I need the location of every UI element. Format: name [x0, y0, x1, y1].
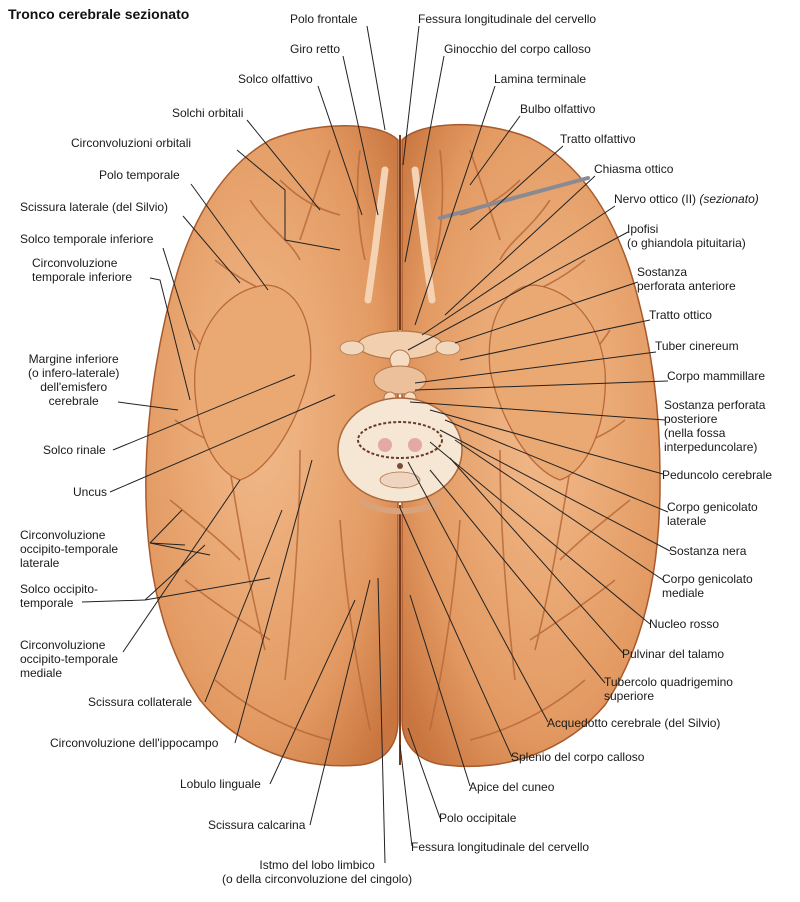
splenium [358, 497, 442, 515]
label-solco-rinale: Solco rinale [43, 443, 106, 457]
label-fessura-longitudinale-bottom: Fessura longitudinale del cervello [411, 840, 590, 854]
anterior-perforated-substance-left [339, 340, 365, 356]
label-nervo-ottico: Nervo ottico (II) (sezionato) [614, 192, 759, 206]
label-tratto-olfattivo: Tratto olfattivo [560, 132, 636, 146]
tuber-cinereum [373, 365, 427, 395]
label-sostanza-nera: Sostanza nera [669, 544, 747, 558]
label-solco-occ-temp: Solco occipito- temporale [20, 582, 99, 610]
label-genicolato-laterale: Corpo genicolato laterale [667, 500, 758, 528]
label-istmo: Istmo del lobo limbico (o della circonvo… [222, 858, 413, 886]
label-scissura-collaterale: Scissura collaterale [88, 695, 193, 709]
label-circ-ippocampo: Circonvoluzione dell'ippocampo [50, 736, 219, 750]
superior-colliculus [379, 471, 421, 489]
label-pulvinar: Pulvinar del talamo [622, 647, 725, 661]
label-tubercolo: Tubercolo quadrigemino superiore [604, 675, 733, 703]
label-giro-retto: Giro retto [290, 42, 341, 56]
label-peduncolo: Peduncolo cerebrale [662, 468, 773, 482]
olfactory-tract-right [411, 166, 436, 304]
label-scissura-laterale: Scissura laterale (del Silvio) [20, 200, 169, 214]
label-solco-olfattivo: Solco olfattivo [238, 72, 313, 86]
label-solco-temporale-inferiore: Solco temporale inferiore [20, 232, 154, 246]
red-nucleus-right [408, 438, 422, 452]
label-nervo-ottico-note: (sezionato) [699, 192, 759, 206]
cerebral-aqueduct [397, 463, 403, 469]
label-chiasma-ottico: Chiasma ottico [594, 162, 674, 176]
label-splenio: Splenio del corpo calloso [511, 750, 645, 764]
red-nucleus-left [378, 438, 392, 452]
label-ginocchio: Ginocchio del corpo calloso [444, 42, 591, 56]
label-tratto-ottico: Tratto ottico [649, 308, 712, 322]
label-circ-occ-temp-mediale: Circonvoluzione occipito-temporale media… [20, 638, 119, 680]
label-scissura-calcarina: Scissura calcarina [208, 818, 306, 832]
label-circ-temporale-inferiore: Circonvoluzione temporale inferiore [32, 256, 133, 284]
label-lobulo-linguale: Lobulo linguale [180, 777, 261, 791]
optic-nerve-probe [438, 176, 590, 220]
label-genicolato-mediale: Corpo genicolato mediale [662, 572, 753, 600]
label-acquedotto: Acquedotto cerebrale (del Silvio) [547, 716, 721, 730]
label-polo-occipitale: Polo occipitale [439, 811, 517, 825]
label-sostanza-perf-ant: Sostanza perforata anteriore [637, 265, 736, 293]
right-temporal-pole [488, 284, 606, 481]
label-lamina-terminale: Lamina terminale [494, 72, 587, 86]
substantia-nigra [357, 421, 443, 459]
label-tuber-cinereum: Tuber cinereum [655, 339, 739, 353]
page-title: Tronco cerebrale sezionato [8, 6, 190, 22]
label-nucleo-rosso: Nucleo rosso [649, 617, 720, 631]
brainstem-section [337, 397, 463, 503]
anterior-perforated-substance-right [435, 340, 461, 356]
label-fessura-longitudinale-top: Fessura longitudinale del cervello [418, 12, 597, 26]
label-circonvoluzioni-orbitali: Circonvoluzioni orbitali [71, 136, 192, 150]
label-polo-temporale: Polo temporale [99, 168, 180, 182]
label-sostanza-perf-post: Sostanza perforata posteriore (nella fos… [664, 398, 766, 454]
label-apice-cuneo: Apice del cuneo [469, 780, 555, 794]
label-corpo-mammillare: Corpo mammillare [667, 369, 766, 383]
label-solchi-orbitali: Solchi orbitali [172, 106, 244, 120]
label-ipofisi: Ipofisi (o ghiandola pituitaria) [627, 222, 746, 250]
label-bulbo-olfattivo: Bulbo olfattivo [520, 102, 596, 116]
label-polo-frontale: Polo frontale [290, 12, 358, 26]
olfactory-tract-left [364, 166, 389, 304]
label-margine-inferiore: Margine inferiore (o infero-laterale) de… [28, 352, 120, 408]
label-nervo-ottico-text: Nervo ottico (II) [614, 192, 697, 206]
label-uncus: Uncus [73, 485, 108, 499]
label-circ-occ-temp-laterale: Circonvoluzione occipito-temporale later… [20, 528, 119, 570]
